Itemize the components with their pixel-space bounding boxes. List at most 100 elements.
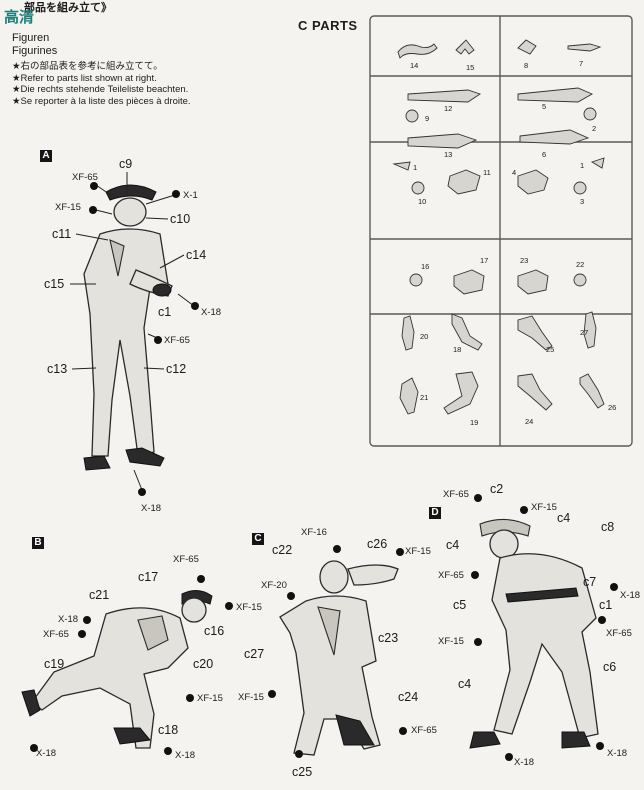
figure-b-head bbox=[181, 597, 207, 623]
sprue-num: 25 bbox=[546, 345, 555, 354]
paint-dot-icon bbox=[154, 336, 162, 344]
note-jp: ★右の部品表を参考に組み立てて。 bbox=[12, 61, 163, 72]
figure-c-paint: XF-20 bbox=[261, 580, 287, 591]
figure-b-paint: X-18 bbox=[36, 748, 57, 759]
paint-dot-icon bbox=[172, 190, 180, 198]
paint-dot-icon bbox=[295, 750, 303, 758]
sprue-frame bbox=[369, 15, 633, 447]
sprue-num: 23 bbox=[520, 256, 529, 265]
figure-d-paint: X-18 bbox=[607, 748, 628, 759]
figure-c-raised-arm bbox=[347, 564, 399, 586]
figure-d-part: c7 bbox=[583, 575, 597, 589]
figure-b-paint: X-18 bbox=[175, 750, 196, 761]
figure-a-glove bbox=[152, 283, 172, 297]
assembly-notes: ★右の部品表を参考に組み立てて。 ★Refer to parts list sh… bbox=[12, 61, 191, 107]
figure-c-body bbox=[279, 595, 381, 756]
figure-a-paint: XF-65 bbox=[72, 172, 98, 183]
paint-dot-icon bbox=[197, 575, 205, 583]
figure-a-part: c12 bbox=[166, 362, 187, 376]
sprue-num: 21 bbox=[420, 393, 429, 402]
figure-b-part: c18 bbox=[158, 723, 179, 737]
paint-dot-icon bbox=[396, 548, 404, 556]
figure-d-paint: XF-65 bbox=[443, 489, 469, 500]
paint-dot-icon bbox=[186, 694, 194, 702]
sprue-num: 1 bbox=[413, 163, 418, 172]
paint-dot-icon bbox=[83, 616, 91, 624]
sprue-num: 11 bbox=[483, 168, 491, 177]
figure-d-part: c1 bbox=[599, 598, 613, 612]
figure-c-part: c23 bbox=[378, 631, 399, 645]
sprue-num: 15 bbox=[466, 63, 475, 72]
figure-a-paint: XF-65 bbox=[164, 335, 190, 346]
figure-d-paint: XF-65 bbox=[606, 628, 632, 639]
figure-d-boot-left bbox=[469, 731, 501, 749]
figure-c-tag: C bbox=[252, 533, 264, 545]
figure-d-part: c5 bbox=[453, 598, 467, 612]
header-line-de: Figuren bbox=[12, 32, 50, 44]
sprue-num: 14 bbox=[410, 61, 419, 70]
figure-c-part: c26 bbox=[367, 537, 388, 551]
paint-dot-icon bbox=[610, 583, 618, 591]
figure-b-part: c16 bbox=[204, 624, 225, 638]
sprue-num: 27 bbox=[580, 328, 589, 337]
sprue-num: 12 bbox=[444, 104, 453, 113]
paint-dot-icon bbox=[474, 494, 482, 502]
figure-b-boot-right bbox=[113, 727, 151, 745]
figure-d-head bbox=[489, 529, 519, 559]
figure-b-paint: XF-15 bbox=[197, 693, 223, 704]
figure-a-boot-left bbox=[83, 455, 111, 471]
note-en: ★Refer to parts list shown at right. bbox=[12, 72, 157, 84]
figure-b-paint: XF-65 bbox=[173, 554, 199, 565]
figure-a-part: c13 bbox=[47, 362, 68, 376]
figure-a-paint: X-18 bbox=[141, 503, 162, 514]
sprue-num: 1 bbox=[580, 161, 585, 170]
figure-a-paint: XF-15 bbox=[55, 202, 81, 213]
figure-d-part: c4 bbox=[458, 677, 472, 691]
figure-d-drawing bbox=[469, 518, 599, 749]
figure-c-part: c22 bbox=[272, 543, 293, 557]
figure-a-part: c9 bbox=[119, 157, 133, 171]
paint-dot-icon bbox=[225, 602, 233, 610]
header-title: 部品を組み立て》 bbox=[24, 2, 112, 14]
paint-dot-icon bbox=[138, 488, 146, 496]
figure-b-part: c19 bbox=[44, 657, 65, 671]
figure-d-paint: X-18 bbox=[620, 590, 641, 601]
paint-dot-icon bbox=[471, 571, 479, 579]
paint-dot-icon bbox=[333, 545, 341, 553]
figure-c-boot bbox=[335, 714, 375, 746]
figure-c-part: c27 bbox=[244, 647, 265, 661]
sprue-num: 19 bbox=[470, 418, 479, 427]
paint-dot-icon bbox=[596, 742, 604, 750]
figure-d-boot-right bbox=[561, 731, 591, 749]
sprue-num: 18 bbox=[453, 345, 462, 354]
sprue-num: 4 bbox=[512, 168, 517, 177]
sprue-num: 3 bbox=[580, 197, 585, 206]
figure-c-paint: XF-65 bbox=[411, 725, 437, 736]
figure-d-part: c4 bbox=[446, 538, 460, 552]
figure-b-part: c17 bbox=[138, 570, 159, 584]
figure-b-paint: XF-15 bbox=[236, 602, 262, 613]
paint-dot-icon bbox=[30, 744, 38, 752]
figure-d-part: c8 bbox=[601, 520, 615, 534]
sprue-num: 9 bbox=[425, 114, 430, 123]
watermark-logo: 高清 bbox=[4, 9, 35, 26]
sprue-num: 20 bbox=[420, 332, 429, 341]
figure-b-part: c20 bbox=[193, 657, 214, 671]
figure-c-part: c24 bbox=[398, 690, 419, 704]
paint-dot-icon bbox=[89, 206, 97, 214]
figure-c-part: c25 bbox=[292, 765, 313, 779]
figure-d-part: c6 bbox=[603, 660, 617, 674]
figure-d-part: c4 bbox=[557, 511, 571, 525]
sprue-num: 16 bbox=[421, 262, 430, 271]
sprue-outer bbox=[369, 15, 633, 447]
sprue-num: 13 bbox=[444, 150, 453, 159]
figure-a-part: c14 bbox=[186, 248, 207, 262]
paint-dot-icon bbox=[399, 727, 407, 735]
sprue-num: 2 bbox=[592, 124, 597, 133]
paint-dot-icon bbox=[287, 592, 295, 600]
sprue-num: 8 bbox=[524, 61, 529, 70]
sprue-num: 22 bbox=[576, 260, 585, 269]
sprue-num: 6 bbox=[542, 150, 547, 159]
figure-b-paint: XF-65 bbox=[43, 629, 69, 640]
sprue-num: 10 bbox=[418, 197, 427, 206]
